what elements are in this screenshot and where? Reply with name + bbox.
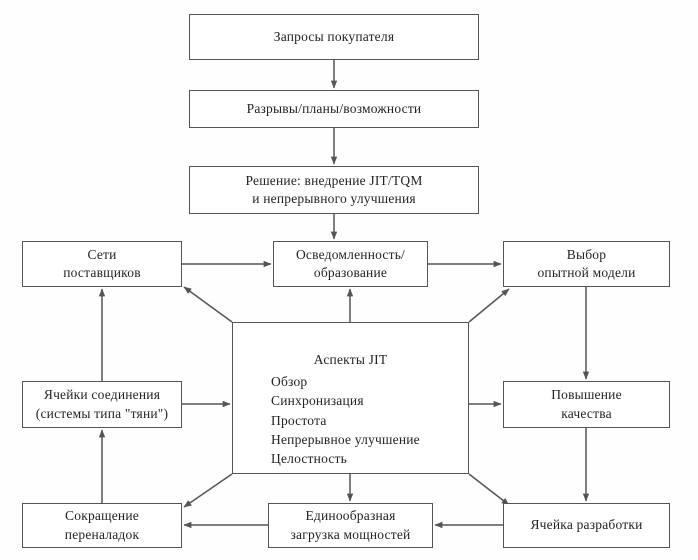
node-quality-improvement[interactable]: Повышение качества: [503, 381, 670, 428]
node-connection-cells[interactable]: Ячейки соединения (системы типа "тяни"): [22, 381, 182, 428]
node-jit-aspects[interactable]: Аспекты JIT Обзор Синхронизация Простота…: [232, 322, 469, 474]
jit-aspect-item: Целостность: [271, 450, 348, 466]
node-label-line-2: образование: [313, 265, 388, 280]
node-label-line-1: Сокращение: [65, 508, 139, 524]
node-label-line-1: Осведомленность/: [295, 246, 406, 262]
node-label-line-1: Сети: [87, 246, 117, 262]
node-label: Разрывы/планы/возможности: [246, 100, 422, 116]
edge-aspects-to-development: [468, 473, 510, 506]
jit-aspect-item: Непрерывное улучшение: [271, 431, 420, 447]
node-label-line-1: Выбор: [566, 246, 607, 262]
node-decision-jit-tqm[interactable]: Решение: внедрение JIT/TQM и непрерывног…: [189, 166, 479, 214]
edge-aspects-to-pilot: [468, 288, 510, 323]
node-label-line-2: опытной модели: [537, 265, 636, 280]
node-label-line-2: (системы типа "тяни"): [35, 405, 169, 421]
node-label-line-2: загрузка мощностей: [290, 526, 411, 542]
jit-aspect-item: Обзор: [271, 374, 308, 390]
node-customer-requests[interactable]: Запросы покупателя: [189, 14, 479, 60]
node-supplier-networks[interactable]: Сети поставщиков: [22, 241, 182, 287]
node-gaps-plans-opportunities[interactable]: Разрывы/планы/возможности: [189, 90, 479, 128]
node-development-cell[interactable]: Ячейка разработки: [503, 503, 670, 548]
jit-aspect-item: Простота: [271, 412, 327, 428]
node-label-line-1: Ячейки соединения: [43, 387, 161, 403]
jit-aspects-list: Обзор Синхронизация Простота Непрерывное…: [233, 372, 468, 468]
node-uniform-capacity-load[interactable]: Единообразная загрузка мощностей: [268, 503, 433, 548]
node-setup-reduction[interactable]: Сокращение переналадок: [22, 503, 182, 548]
node-pilot-model-selection[interactable]: Выбор опытной модели: [503, 241, 670, 287]
node-awareness-education[interactable]: Осведомленность/ образование: [273, 241, 428, 287]
node-label-line-1: Решение: внедрение JIT/TQM: [245, 172, 423, 188]
node-label-line-2: и непрерывного улучшения: [252, 191, 416, 206]
node-label-line-1: Единообразная: [305, 508, 396, 524]
node-label-line-2: переналадок: [64, 526, 140, 542]
node-label-line-2: поставщиков: [63, 265, 141, 280]
node-label: Ячейка разработки: [530, 517, 643, 533]
jit-aspect-item: Синхронизация: [271, 393, 364, 409]
edge-aspects-to-suppliers: [183, 286, 233, 323]
node-label: Запросы покупателя: [273, 28, 395, 44]
node-label-line-1: Повышение: [551, 387, 622, 403]
node-label-line-2: качества: [561, 405, 612, 421]
edge-aspects-to-setup: [183, 473, 233, 508]
jit-aspects-title: Аспекты JIT: [313, 352, 388, 367]
